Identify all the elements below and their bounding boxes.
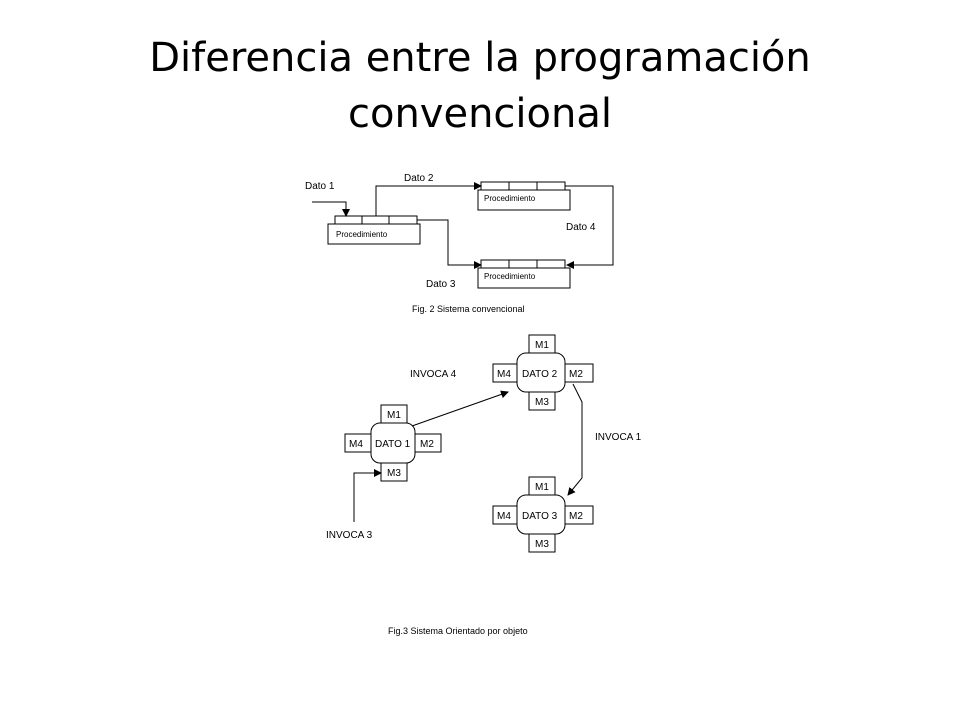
procedure-label-1: Procedimiento <box>336 230 388 239</box>
dato2-m4: M4 <box>497 369 511 380</box>
dato1-name: DATO 1 <box>375 439 411 450</box>
fig2-caption: Fig. 2 Sistema convencional <box>412 304 525 314</box>
slide-title: Diferencia entre la programación convenc… <box>149 35 811 137</box>
dato3-m4: M4 <box>497 511 511 522</box>
fig3-caption: Fig.3 Sistema Orientado por objeto <box>388 626 528 636</box>
object-dato2 <box>492 334 594 411</box>
dato1-m3: M3 <box>387 468 401 479</box>
procedure-label-2: Procedimiento <box>484 194 536 203</box>
invoke-label-3: INVOCA 3 <box>326 530 373 541</box>
flow-arrow-dato1 <box>312 201 350 217</box>
dato3-m2: M2 <box>569 511 583 522</box>
flow-arrow-dato2 <box>375 182 482 216</box>
dato2-m3: M3 <box>535 397 549 408</box>
dato1-m2: M2 <box>420 439 434 450</box>
fig3-object-system <box>344 334 594 553</box>
flow-label-dato1: Dato 1 <box>305 181 335 192</box>
dato3-m3: M3 <box>535 539 549 550</box>
dato1-m4: M4 <box>349 439 363 450</box>
flow-arrow-dato4 <box>565 185 614 269</box>
procedure-label-3: Procedimiento <box>484 272 536 281</box>
dato3-m1: M1 <box>535 482 549 493</box>
invoke-arrow-3 <box>353 469 382 522</box>
flow-label-dato4: Dato 4 <box>566 222 596 233</box>
flow-label-dato2: Dato 2 <box>404 173 434 184</box>
dato2-m2: M2 <box>569 369 583 380</box>
fig2-conventional-system <box>312 181 614 289</box>
procedure-box-1 <box>327 215 421 245</box>
object-dato1 <box>344 404 442 482</box>
dato3-name: DATO 3 <box>522 511 558 522</box>
invoke-label-4: INVOCA 4 <box>410 369 457 380</box>
invoke-arrow-1 <box>567 383 583 496</box>
flow-label-dato3: Dato 3 <box>426 279 456 290</box>
dato2-m1: M1 <box>535 340 549 351</box>
dato1-m1: M1 <box>387 410 401 421</box>
invoke-arrow-4 <box>411 390 509 427</box>
object-dato3 <box>492 476 594 553</box>
flow-arrow-dato3 <box>417 219 482 269</box>
invoke-label-1: INVOCA 1 <box>595 432 642 443</box>
procedure-box-3 <box>477 259 571 289</box>
dato2-name: DATO 2 <box>522 369 558 380</box>
